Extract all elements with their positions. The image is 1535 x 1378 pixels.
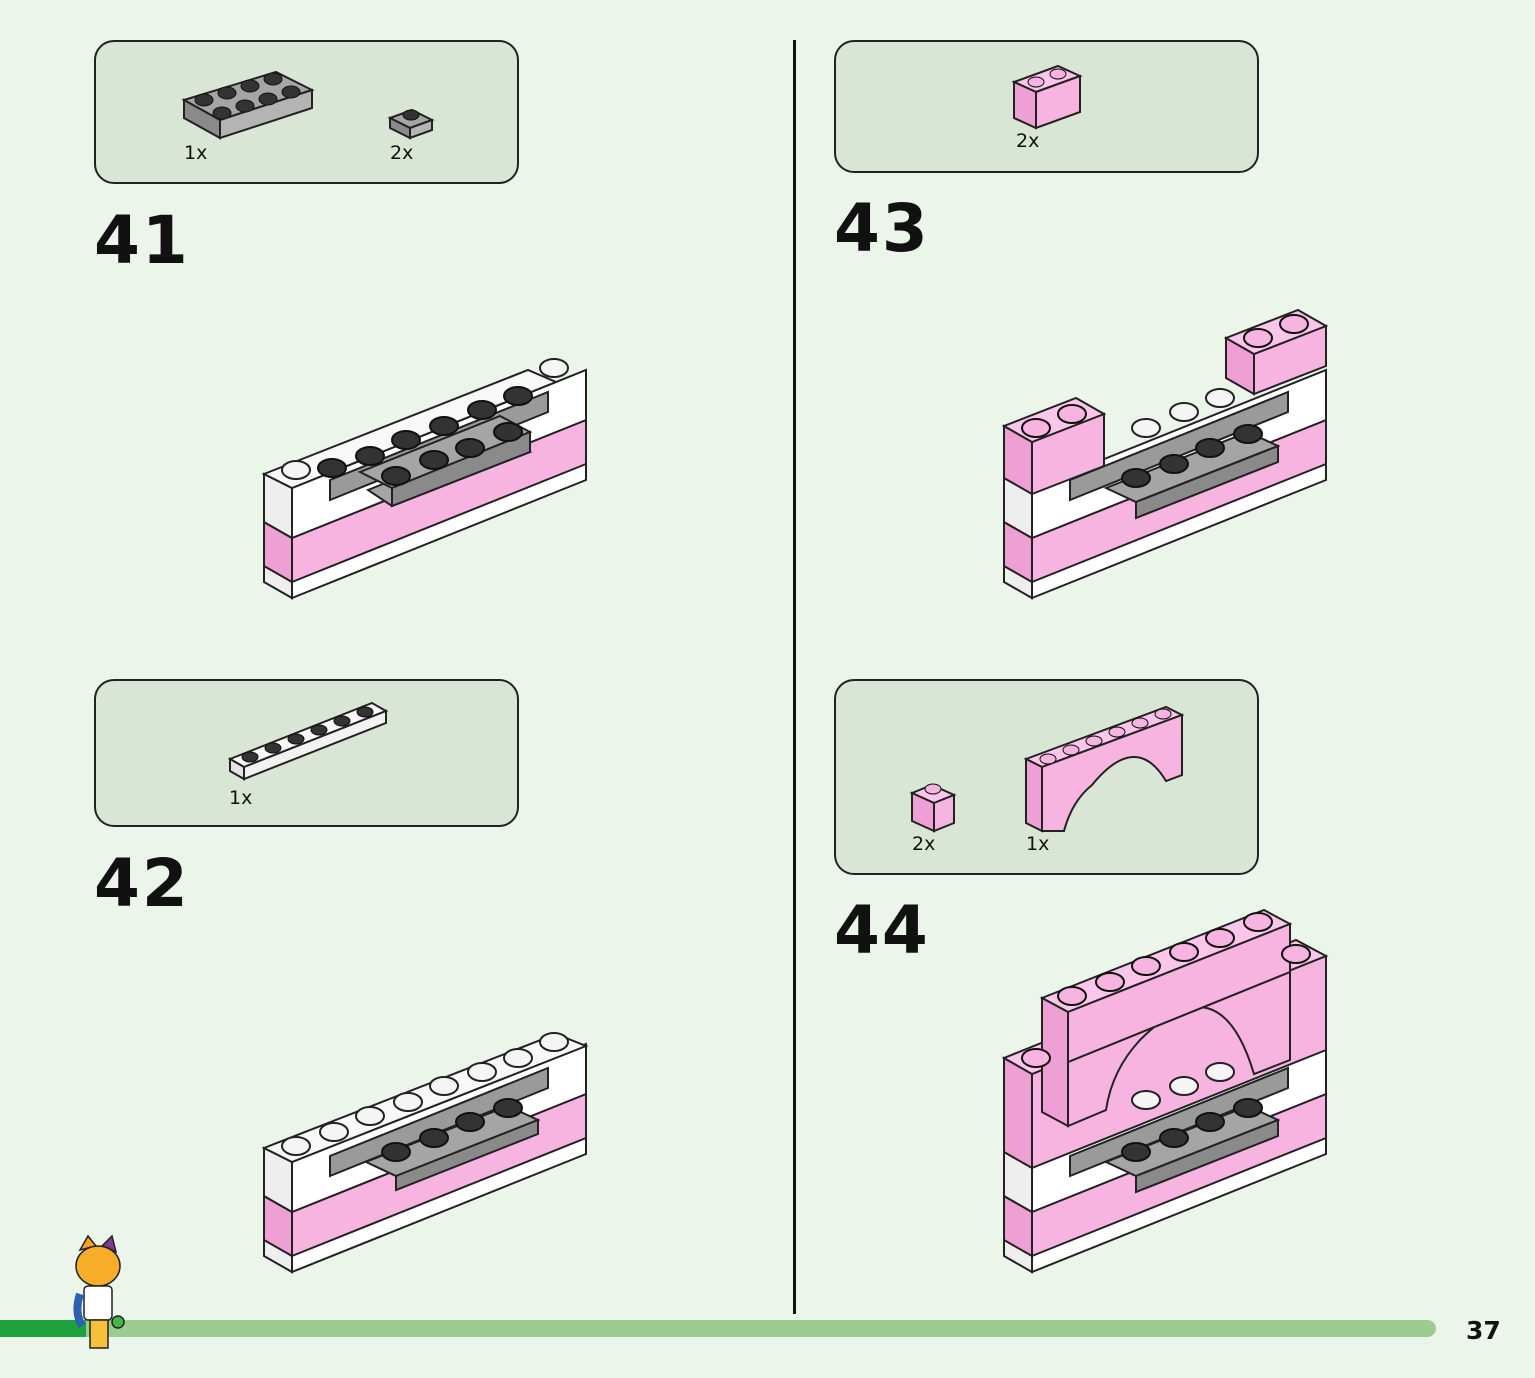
grey-plate-2x4-icon <box>181 70 315 140</box>
step-number: 41 <box>94 202 190 279</box>
part-quantity: 2x <box>390 142 414 164</box>
parts-box-step-41: 1x 2x <box>94 40 519 184</box>
pink-brick-1x2-icon <box>1011 64 1083 130</box>
step-number: 43 <box>834 190 930 267</box>
parts-illustration <box>909 705 1185 833</box>
part-quantity: 1x <box>184 142 208 164</box>
wall-model-step-41 <box>261 358 587 600</box>
white-plate-1x6-icon <box>227 701 389 781</box>
parts-box-step-43: 2x <box>834 40 1259 173</box>
cat-minifigure-icon <box>73 1234 125 1349</box>
parts-box-step-44: 2x 1x <box>834 679 1259 875</box>
pink-brick-1x1-icon <box>909 783 957 833</box>
parts-box-step-42: 1x <box>94 679 519 827</box>
part-quantity: 1x <box>1026 833 1050 855</box>
progress-fill <box>0 1320 86 1337</box>
wall-model-step-43 <box>1001 308 1329 600</box>
wall-model-step-44 <box>1001 908 1329 1274</box>
part-quantity: 2x <box>1016 130 1040 152</box>
progress-track <box>0 1320 1436 1337</box>
part-quantity: 1x <box>229 787 253 809</box>
part-quantity: 2x <box>912 833 936 855</box>
step-number: 42 <box>94 845 190 922</box>
grey-plate-1x1-icon <box>387 108 435 140</box>
parts-illustration <box>181 70 435 140</box>
parts-illustration <box>227 701 389 781</box>
step-number: 44 <box>834 892 930 969</box>
page-number: 37 <box>1466 1316 1501 1345</box>
wall-model-step-42 <box>261 1032 589 1274</box>
column-divider <box>793 40 796 1314</box>
parts-illustration <box>1011 64 1083 130</box>
pink-arch-brick-icon <box>1023 705 1185 833</box>
